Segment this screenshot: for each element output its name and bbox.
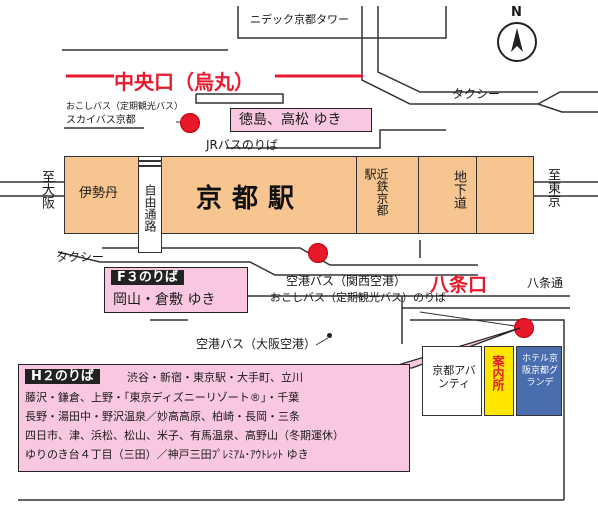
h2-destination-line-3: 長野・湯田中・野沢温泉／妙高高原、柏崎・長岡・三条 <box>25 410 300 423</box>
station-name: 京都駅 <box>196 184 305 214</box>
hachijo-dori-label: 八条通 <box>527 276 564 290</box>
arrow-right-icon <box>275 74 363 78</box>
north-stop-operator-2: スカイバス京都 <box>66 115 136 126</box>
h2-stop-callout: H２のりば 渋谷・新宿・東京駅・大手町、立川 藤沢・鎌倉、上野・「東京ディズニー… <box>18 364 410 472</box>
to-osaka-label: 至大阪 <box>39 170 54 209</box>
f3-stop-destinations: 岡山・倉敷 ゆき <box>113 292 216 308</box>
kintetsu-divider <box>356 156 357 234</box>
itami-airport-label: 空港バス（大阪空港） <box>196 337 317 351</box>
avanti-building: 京都アバンティ <box>422 346 482 416</box>
kintetsu-label: 近鉄京都駅 <box>363 168 389 216</box>
north-stop-destinations: 徳島、高松 ゆき <box>239 112 342 128</box>
taxi-top-label: タクシー <box>452 87 501 101</box>
h2-destination-line-5: ゆりのき台４丁目（三田）／神戸三田ﾌﾟﾚﾐｱﾑ･ｱｳﾄﾚｯﾄ ゆき <box>25 448 309 461</box>
kansai-airport-label: 空港バス（関西空港） <box>286 274 407 288</box>
north-arrow-icon <box>511 28 523 52</box>
central-exit-label: 中央口（烏丸） <box>114 70 254 94</box>
chikado-label: 地下道 <box>451 170 466 209</box>
jiyu-tsuro-label: 自由通路 <box>143 184 157 232</box>
isetan-label: 伊勢丹 <box>79 186 119 201</box>
compass <box>497 22 537 62</box>
jr-bus-label: JRバスのりば <box>206 138 278 152</box>
tower-label: ニデック京都タワー <box>250 13 349 26</box>
to-tokyo-label: 至東京 <box>545 168 560 207</box>
h2-destination-line-1: 渋谷・新宿・東京駅・大手町、立川 <box>127 371 303 384</box>
jiyu-tsuro-passage <box>138 156 162 253</box>
f3-stop-name: F３のりば <box>111 270 184 285</box>
passage-hatch <box>139 160 161 162</box>
hotel-label: ホテル京阪京都グランデ <box>521 354 558 389</box>
itami-stop-dot <box>327 333 332 338</box>
f3-stop-callout: F３のりば 岡山・倉敷 ゆき <box>104 267 248 313</box>
h2-destination-line-4: 四日市、津、浜松、松山、米子、有馬温泉、高野山（冬期運休） <box>25 429 344 442</box>
north-stop-callout: 徳島、高松 ゆき <box>230 108 372 132</box>
avanti-label: 京都アバンティ <box>432 364 476 390</box>
taxi-left-label: タクシー <box>56 250 105 264</box>
h2-stop-marker <box>514 318 534 338</box>
chikado-divider-2 <box>476 156 477 234</box>
north-stop-operator-1: おこしバス（定期観光バス） <box>66 102 184 112</box>
f3-stop-name-wrap: F３のりば <box>111 270 184 286</box>
passage-hatch <box>139 165 161 167</box>
north-stop-marker <box>180 113 200 133</box>
h2-stop-name-wrap: H２のりば <box>25 369 100 385</box>
f3-stop-marker <box>308 243 328 263</box>
okoshi-bus-label: おこしバス（定期観光バス）のりば <box>270 291 446 304</box>
info-label: 案内所 <box>491 355 505 391</box>
hachijo-exit-label: 八条口 <box>430 274 488 296</box>
chikado-divider <box>418 156 419 234</box>
h2-destination-line-2: 藤沢・鎌倉、上野・「東京ディズニーリゾート®」・千葉 <box>25 391 300 404</box>
arrow-left-icon <box>66 74 114 78</box>
info-booth: 案内所 <box>484 346 514 416</box>
hotel-building: ホテル京阪京都グランデ <box>516 346 562 416</box>
compass-label: N <box>511 5 522 20</box>
h2-stop-name: H２のりば <box>25 369 100 384</box>
